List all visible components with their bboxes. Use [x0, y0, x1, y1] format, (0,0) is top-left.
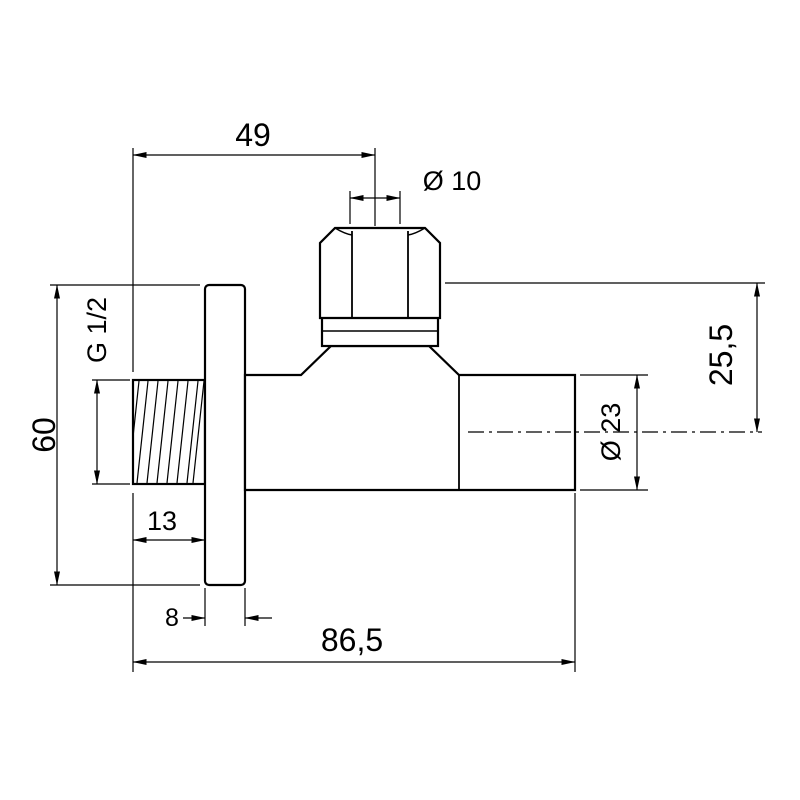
hatch-line	[146, 380, 159, 484]
hatch-line	[186, 380, 199, 484]
dim-cap-offset: 25,5	[445, 282, 765, 433]
dim-inlet-length-label: 13	[147, 506, 177, 536]
dim-cap-diameter: Ø 10	[349, 166, 482, 224]
hex-facet-arc	[334, 227, 353, 236]
hatch-line	[136, 380, 149, 484]
dim-cap-offset-label: 25,5	[703, 324, 739, 386]
dim-flange-height-label: 60	[26, 417, 62, 453]
dim-flange-thickness: 8	[165, 588, 272, 632]
dim-flange-height: 60	[26, 284, 200, 586]
dim-inlet-length: 13	[132, 493, 206, 548]
dim-thread-size: G 1/2	[82, 297, 130, 485]
dim-body-diameter-label: Ø 23	[596, 403, 626, 462]
dim-top-width: 49	[132, 117, 376, 372]
dim-body-diameter: Ø 23	[580, 374, 648, 491]
valve-body	[243, 344, 577, 492]
wall-flange	[203, 283, 247, 587]
dim-total-length-label: 86,5	[321, 622, 383, 658]
hatch-line	[132, 380, 140, 438]
hex-facet-arc	[407, 227, 426, 236]
hex-cap	[318, 226, 442, 320]
hatch-line	[166, 380, 179, 484]
valve-part	[131, 148, 762, 587]
thread-hatch	[132, 380, 205, 484]
hatch-line	[156, 380, 169, 484]
dim-flange-thickness-label: 8	[165, 604, 179, 632]
dim-top-width-label: 49	[235, 117, 271, 153]
hatch-line	[176, 380, 189, 484]
dim-cap-diameter-label: Ø 10	[423, 166, 482, 196]
hatch-line	[192, 380, 205, 484]
dim-total-length: 86,5	[132, 493, 576, 672]
dim-thread-size-label: G 1/2	[82, 297, 112, 363]
